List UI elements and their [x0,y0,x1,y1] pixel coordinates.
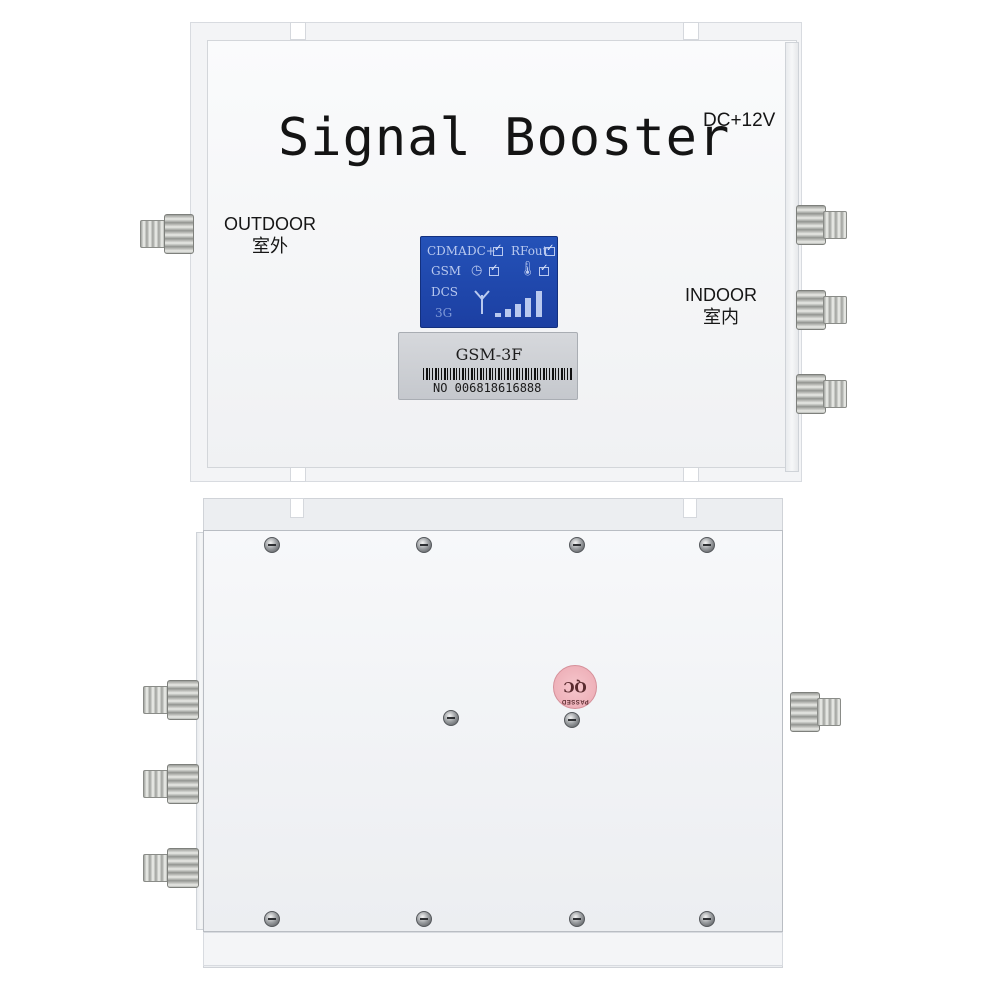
lcd-dcs: DCS [431,285,459,299]
power-rating: DC+12V [703,110,776,131]
thermometer-icon: 🌡︎ [519,261,537,277]
screw [699,911,715,927]
check-icon [545,243,555,256]
check-icon [489,263,499,276]
signal-bar-4 [525,298,531,317]
screw [569,537,585,553]
screw [416,911,432,927]
barcode [423,368,573,380]
screw [699,537,715,553]
signal-bar-2 [505,309,511,317]
lcd-rfout: RFout [511,244,548,258]
lcd-dc: DC+ [467,244,496,258]
signal-bar-5 [536,291,542,317]
check-icon [493,243,503,256]
outdoor-label-en: OUTDOOR [224,214,316,234]
outdoor-label-cn: 室外 [252,236,288,256]
bottom-lip [203,932,783,966]
lcd-display: CDMA DC+ RFout GSM ◷ 🌡︎ DCS 3G [420,236,558,328]
top-right-edge [785,42,799,472]
indoor-connector-1 [796,205,852,245]
model-sticker: GSM-3F NO 006818616888 [398,332,578,400]
qc-main: QC [563,678,587,694]
rear-connector-1 [143,680,203,720]
indoor-label-cn: 室内 [703,307,739,327]
outdoor-label: OUTDOOR 室外 [218,213,322,257]
flange-slot [683,498,697,518]
outdoor-connector [140,214,196,254]
screw [416,537,432,553]
indoor-label: INDOOR 室内 [676,284,766,328]
screw [443,710,459,726]
screw [264,537,280,553]
antenna-icon [474,290,490,314]
rear-connector-4 [790,692,846,732]
signal-bar-1 [495,313,501,317]
lcd-cdma: CDMA [427,244,467,258]
rear-connector-3 [143,848,203,888]
screw [569,911,585,927]
bottom-back-panel [203,530,783,932]
clock-icon: ◷ [471,263,483,278]
indoor-label-en: INDOOR [685,285,757,305]
signal-bar-3 [515,304,521,317]
rear-connector-2 [143,764,203,804]
device-title: Signal Booster [278,108,731,168]
flange-slot [290,498,304,518]
flange-slot [290,22,306,40]
model-number: GSM-3F [455,345,523,364]
qc-sub: PASSED [561,698,589,704]
indoor-connector-2 [796,290,852,330]
screw [264,911,280,927]
serial-number: NO 006818616888 [433,381,542,395]
indoor-connector-3 [796,374,852,414]
screw [564,712,580,728]
check-icon [539,263,549,276]
flange-slot [683,22,699,40]
qc-passed-sticker: PASSED QC [553,665,597,709]
lcd-gsm: GSM [431,264,462,278]
lcd-3g: 3G [435,306,453,320]
